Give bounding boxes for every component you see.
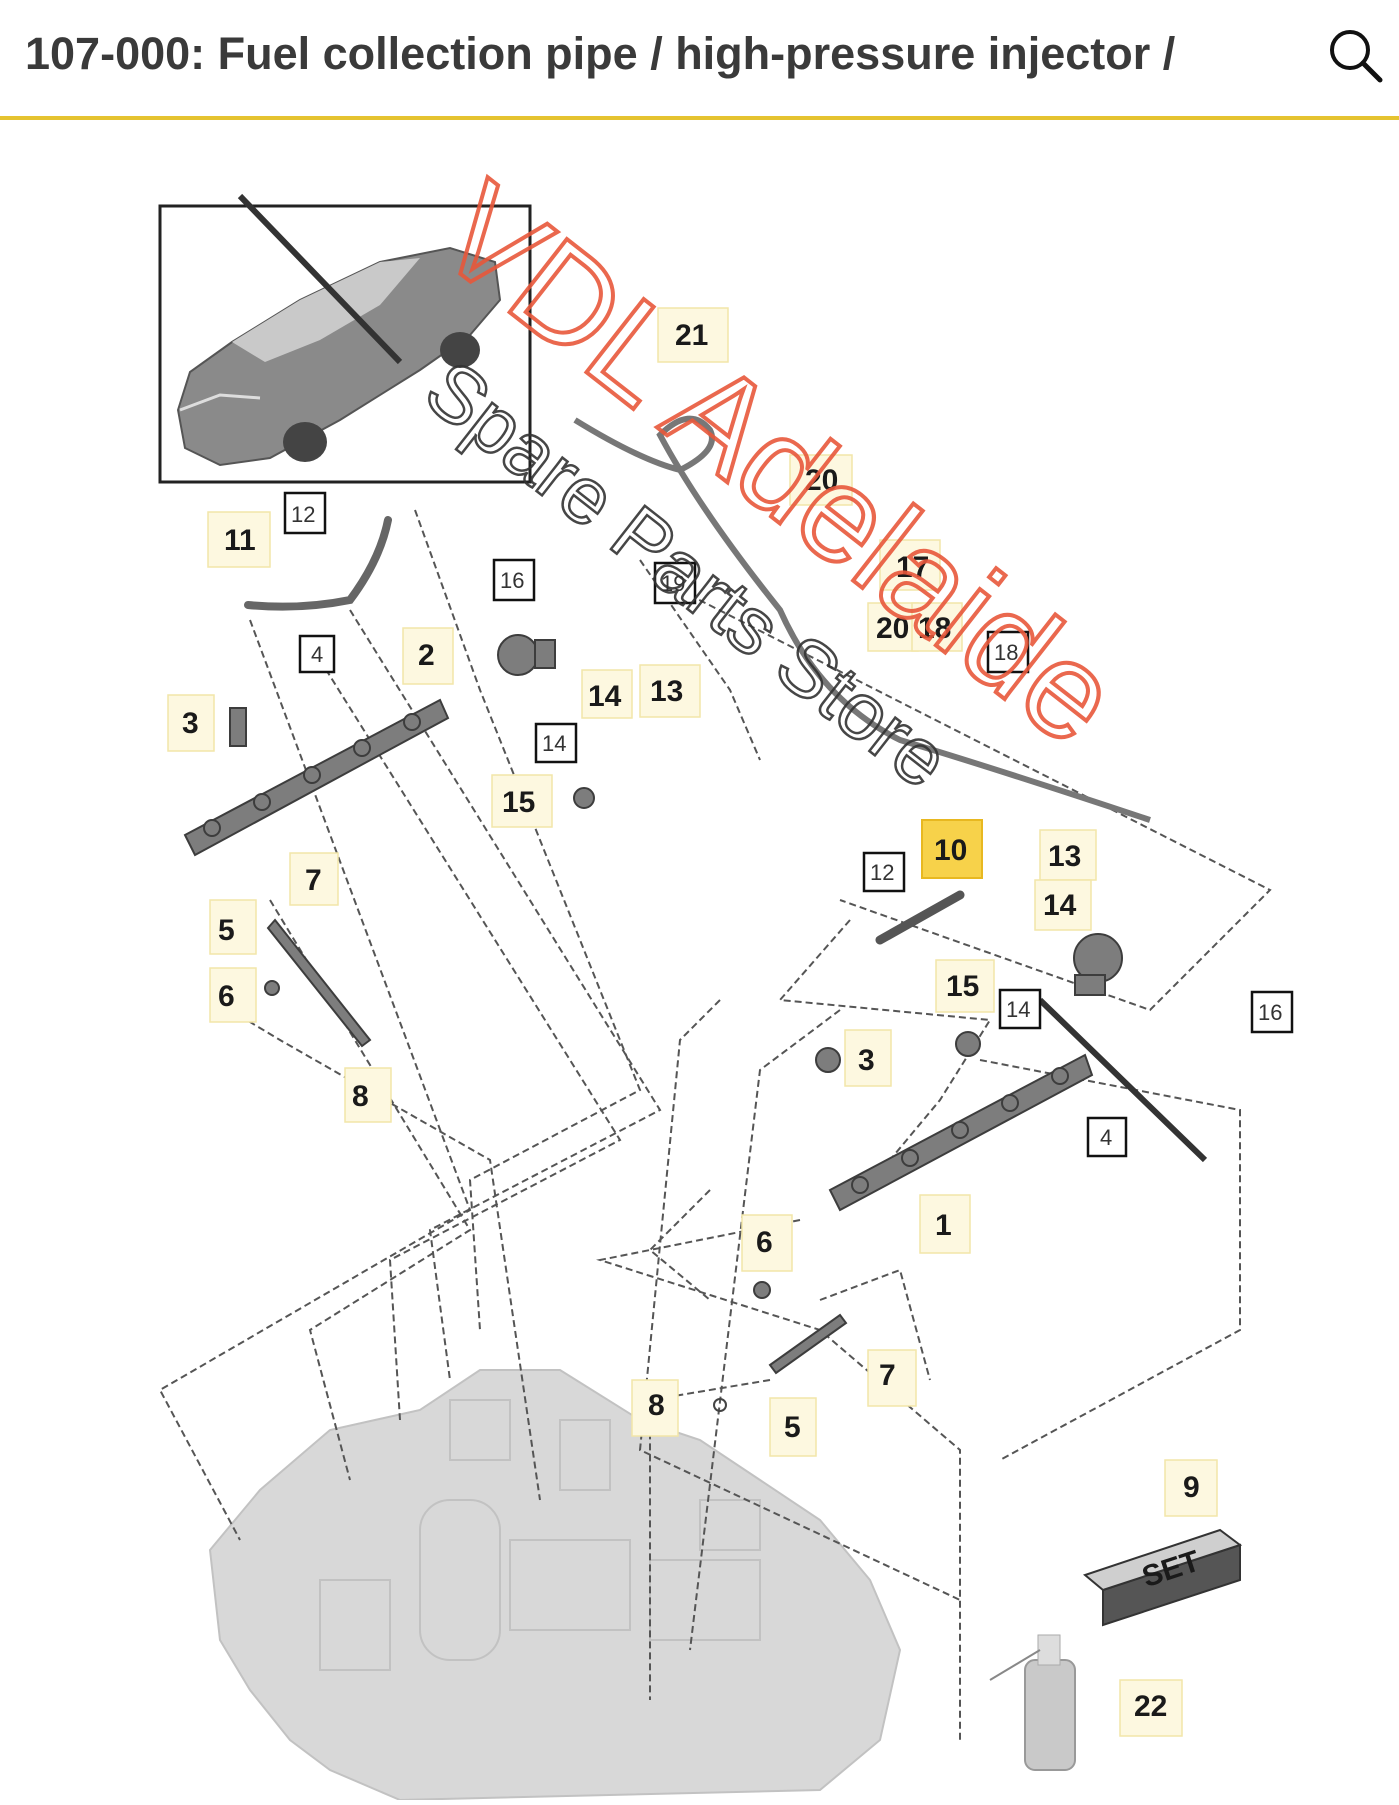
strike-line-2 — [1037, 997, 1208, 1163]
svg-text:14: 14 — [542, 731, 566, 756]
fuel-rail-right[interactable] — [828, 1053, 1094, 1212]
svg-text:13: 13 — [650, 675, 683, 708]
svg-text:8: 8 — [352, 1080, 369, 1113]
callout-14-b[interactable]: 14 — [1034, 879, 1092, 931]
callout-5-left[interactable]: 5 — [209, 899, 257, 955]
svg-text:7: 7 — [305, 864, 322, 897]
callout-10[interactable]: 10 — [921, 819, 983, 879]
high-pressure-pump-right[interactable] — [1073, 933, 1123, 996]
page-title: 107-000: Fuel collection pipe / high-pre… — [25, 28, 1176, 79]
strike-line-1 — [237, 193, 403, 365]
callout-9[interactable]: 9 — [1164, 1459, 1218, 1517]
svg-text:14: 14 — [1006, 997, 1030, 1022]
callout-18-boxed[interactable]: 18 — [986, 630, 1030, 674]
callout-20b[interactable]: 20 — [867, 602, 919, 652]
callout-22[interactable]: 22 — [1119, 1679, 1183, 1737]
svg-text:9: 9 — [1183, 1471, 1200, 1504]
watermark: VDL Adelaide Spare Parts Store — [408, 152, 1148, 806]
callout-3-right[interactable]: 3 — [844, 1029, 892, 1087]
svg-text:12: 12 — [291, 502, 315, 527]
callout-7-right[interactable]: 7 — [867, 1349, 917, 1407]
svg-text:22: 22 — [1134, 1690, 1167, 1723]
svg-text:18: 18 — [918, 612, 951, 645]
callout-2[interactable]: 2 — [402, 627, 454, 685]
fuel-rail-left[interactable] — [183, 698, 450, 857]
svg-text:12: 12 — [870, 860, 894, 885]
callout-4-boxed-b[interactable]: 4 — [1086, 1116, 1128, 1158]
svg-text:2: 2 — [418, 639, 435, 672]
svg-text:15: 15 — [946, 970, 979, 1003]
callout-14-a[interactable]: 14 — [581, 669, 633, 719]
svg-text:17: 17 — [896, 551, 929, 584]
callout-16-boxed-a[interactable]: 16 — [492, 558, 536, 602]
svg-text:14: 14 — [588, 680, 622, 713]
svg-text:11: 11 — [224, 524, 256, 557]
parts-diagram: SET 21 20 17 20 18 11 2 3 14 13 15 7 5 6… — [0, 124, 1399, 1802]
callout-20[interactable]: 20 — [789, 454, 853, 506]
callout-16-boxed-b[interactable]: 16 — [1250, 990, 1294, 1034]
svg-text:4: 4 — [1100, 1125, 1112, 1150]
svg-text:19: 19 — [661, 571, 685, 596]
seal-6-8[interactable] — [264, 980, 771, 1412]
search-icon[interactable] — [1320, 20, 1399, 90]
svg-text:3: 3 — [182, 707, 199, 740]
svg-text:5: 5 — [218, 914, 235, 947]
callout-14-boxed-d[interactable]: 14 — [998, 988, 1042, 1030]
callout-1[interactable]: 1 — [919, 1194, 971, 1254]
svg-text:4: 4 — [311, 642, 323, 667]
svg-text:20: 20 — [876, 612, 909, 645]
callout-15-a[interactable]: 15 — [491, 774, 553, 828]
callout-11[interactable]: 11 — [207, 511, 271, 568]
callout-6-left[interactable]: 6 — [209, 967, 257, 1023]
svg-text:1: 1 — [935, 1209, 952, 1242]
injector-right[interactable] — [768, 1313, 848, 1375]
svg-text:5: 5 — [784, 1411, 801, 1444]
callout-13-a[interactable]: 13 — [639, 664, 701, 718]
svg-text:8: 8 — [648, 1389, 665, 1422]
callout-13-b[interactable]: 13 — [1039, 829, 1097, 881]
cleaner-bottle[interactable] — [989, 1634, 1076, 1771]
svg-text:16: 16 — [500, 568, 524, 593]
callout-12-boxed-a[interactable]: 12 — [283, 491, 327, 535]
fuel-line-11[interactable] — [244, 516, 392, 611]
callout-21[interactable]: 21 — [657, 307, 729, 363]
callout-5-right[interactable]: 5 — [769, 1397, 817, 1457]
pipe-10[interactable] — [875, 890, 965, 945]
svg-text:3: 3 — [858, 1044, 875, 1077]
callout-6-right[interactable]: 6 — [741, 1214, 793, 1272]
callout-19-boxed[interactable]: 19 — [653, 561, 697, 605]
page-header: 107-000: Fuel collection pipe / high-pre… — [0, 0, 1399, 120]
callout-17[interactable]: 17 — [879, 539, 941, 591]
callout-8-right[interactable]: 8 — [631, 1379, 679, 1437]
svg-text:16: 16 — [1258, 1000, 1282, 1025]
callout-18[interactable]: 18 — [911, 602, 963, 652]
seal-15[interactable] — [573, 787, 981, 1057]
callout-12-boxed-b[interactable]: 12 — [862, 851, 906, 893]
svg-text:7: 7 — [879, 1359, 896, 1392]
svg-text:14: 14 — [1043, 889, 1077, 922]
svg-text:21: 21 — [675, 319, 708, 352]
fuel-pipe-21[interactable] — [573, 415, 1151, 823]
callout-3-left[interactable]: 3 — [167, 694, 215, 752]
injector-left[interactable] — [266, 918, 372, 1048]
callout-8-left[interactable]: 8 — [344, 1067, 392, 1123]
svg-text:20: 20 — [805, 464, 838, 497]
svg-text:18: 18 — [994, 640, 1018, 665]
engine-illustration — [208, 1369, 902, 1802]
leader-lines — [158, 509, 1272, 1740]
callout-4-boxed-a[interactable]: 4 — [298, 634, 336, 674]
sensor-3-right[interactable] — [815, 1047, 841, 1073]
sensor-3-left[interactable] — [229, 707, 247, 747]
vehicle-thumbnail[interactable] — [158, 204, 532, 484]
svg-text:13: 13 — [1048, 840, 1081, 873]
callout-7-left[interactable]: 7 — [289, 852, 339, 906]
svg-text:6: 6 — [218, 980, 235, 1013]
svg-text:15: 15 — [502, 786, 535, 819]
high-pressure-pump[interactable] — [497, 634, 556, 676]
callout-15-b[interactable]: 15 — [935, 959, 995, 1013]
callout-14-boxed-c[interactable]: 14 — [534, 722, 578, 764]
svg-text:10: 10 — [934, 834, 967, 867]
svg-text:6: 6 — [756, 1226, 773, 1259]
set-box[interactable]: SET — [1082, 1528, 1243, 1627]
